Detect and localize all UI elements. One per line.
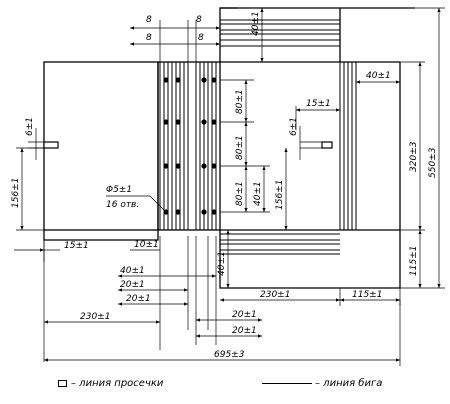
dim-20-b: 20±1 [126,294,151,304]
fold-lines [158,19,357,255]
punch-holes [163,77,217,215]
dim-top-8-left: 8 [146,15,152,25]
dim-20-a: 20±1 [120,280,145,290]
dim-second-8-right: 8 [198,33,204,43]
dimension-labels: 8 8 8 8 40±1 40±1 15±1 6±1 6±1 80±1 80±1… [11,11,438,360]
dim-115-right: 115±1 [409,246,419,276]
dim-second-8-left: 8 [146,33,152,43]
dim-695-total: 695±3 [214,350,245,360]
dim-40-inner: 40±1 [253,181,263,206]
dim-tab-6-left: 6±1 [25,117,35,136]
dim-left-15: 15±1 [64,241,89,251]
dim-right-flap-40: 40±1 [366,71,391,81]
dim-10: 10±1 [134,240,159,250]
legend-cut-line: – линия просечки [58,378,163,389]
dim-80-a: 80±1 [235,89,245,114]
dim-hole-diameter: Φ5±1 [106,185,132,195]
dim-small-tab-15: 15±1 [306,99,331,109]
dim-20-d: 20±1 [232,326,257,336]
dim-320: 320±3 [409,141,419,172]
dim-80-b: 80±1 [235,135,245,160]
legend-fold-line: – линия бига [262,378,382,389]
dim-230-mid: 230±1 [260,290,290,300]
dimension-lines [14,7,445,366]
dim-156-mid: 156±1 [275,180,285,210]
dim-80-c: 80±1 [235,181,245,206]
dim-20-c: 20±1 [232,310,257,320]
legend-cut-text: – линия просечки [71,378,164,389]
blank-outline [43,7,415,289]
dim-top-8-right: 8 [196,15,202,25]
dim-top-flap-40: 40±1 [251,11,261,36]
dim-230-left: 230±1 [80,312,110,322]
dim-40-stack: 40±1 [120,266,145,276]
dim-tab-6-right: 6±1 [289,117,299,136]
dim-hole-count: 16 отв. [106,200,139,210]
dim-156-left: 156±1 [11,178,21,208]
cut-line-symbol-icon [58,379,67,387]
dim-550: 550±3 [428,147,438,178]
fold-line-symbol-icon [262,382,312,384]
legend-fold-text: – линия бига [315,378,383,389]
dim-bottom-flap-40: 40±1 [217,251,227,276]
dim-115-bottom: 115±1 [352,290,382,300]
